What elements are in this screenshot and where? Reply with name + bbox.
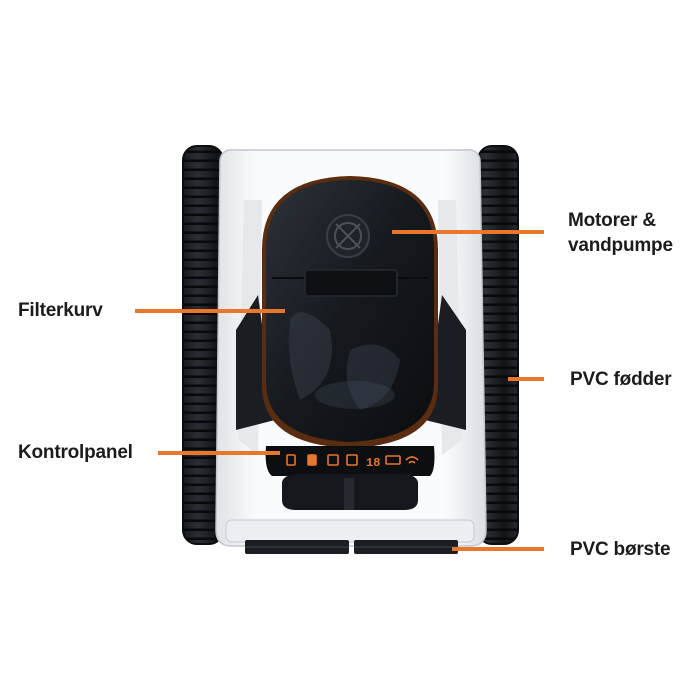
callout-brush-line: [452, 547, 544, 551]
callout-motor-label: Motorer & vandpumpe: [568, 210, 673, 256]
filter-basket-cover: [266, 180, 434, 442]
mode-icon: [307, 454, 317, 466]
callout-brush-label: PVC børste: [570, 539, 671, 560]
digit-display: 18: [366, 456, 380, 470]
front-bumper: [225, 519, 475, 543]
battery-icon: [385, 455, 401, 465]
motor-vent-icon: [326, 214, 370, 258]
callout-feet-label: PVC fødder: [570, 369, 672, 390]
wifi-icon: [405, 456, 419, 464]
wall-icon: [346, 454, 358, 466]
callout-filter-line: [135, 309, 285, 313]
callout-filter-label: Filterkurv: [18, 300, 103, 321]
pvc-brush: [245, 540, 458, 554]
callout-panel-label: Kontrolpanel: [18, 442, 133, 463]
intake-grille: [282, 474, 418, 510]
callout-motor-line: [392, 230, 544, 234]
callout-panel-line: [158, 451, 280, 455]
floor-icon: [327, 454, 339, 466]
power-icon: [286, 454, 296, 466]
control-panel: 18: [265, 446, 435, 476]
cover-handle: [304, 269, 398, 297]
callout-feet-line: [508, 377, 544, 381]
